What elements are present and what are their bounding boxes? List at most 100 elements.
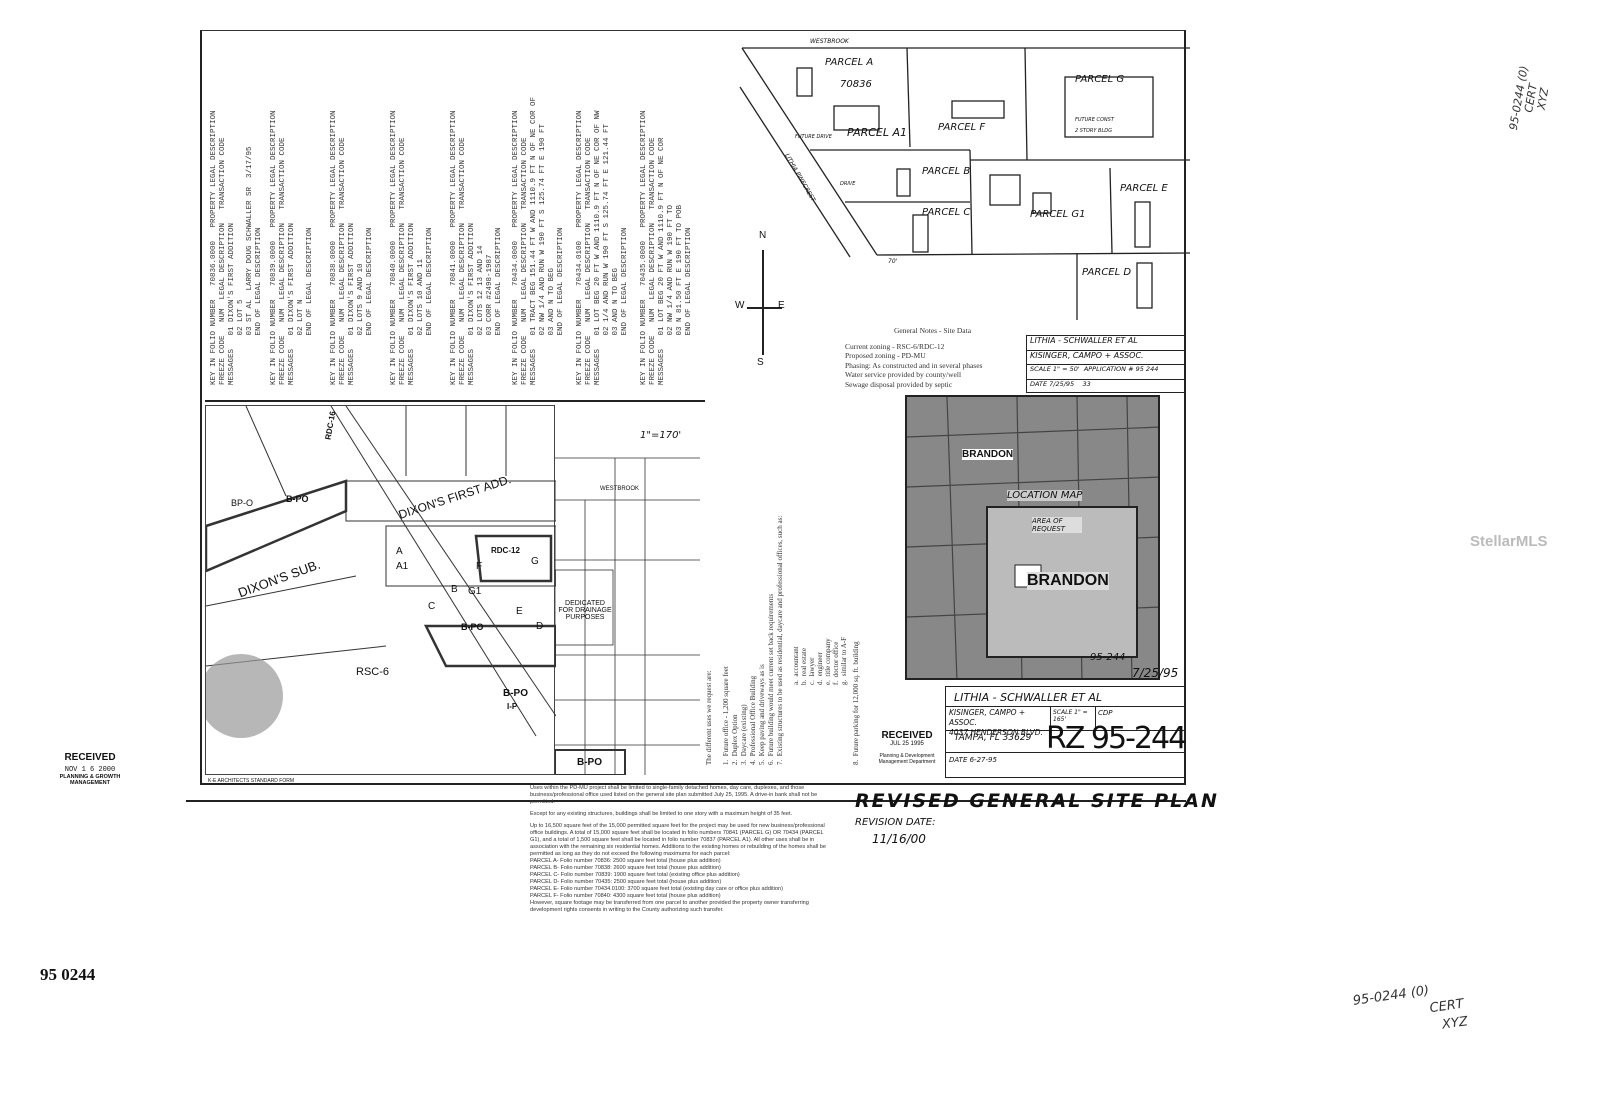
- requested-uses-notes: The different uses we request are: 1. Fu…: [700, 516, 860, 765]
- parcel-label: PARCEL C: [922, 207, 970, 218]
- parcel-label: PARCEL A1: [847, 126, 907, 139]
- stamp-title: RECEIVED: [881, 730, 933, 741]
- parcel-limit: PARCEL F- Folio number 70840: 4300 squar…: [530, 893, 721, 899]
- stamp-date: NOV 1 6 2000: [64, 766, 116, 774]
- uses-intro: The different uses we request are:: [705, 670, 713, 765]
- scale: SCALE 1" = 50': [1030, 365, 1080, 373]
- parcel-letter: G: [531, 556, 539, 567]
- drive-label: DRIVE: [840, 181, 856, 187]
- compass-s: S: [757, 357, 764, 368]
- parcel-label: PARCEL E: [1120, 183, 1168, 194]
- location-map-title: LOCATION MAP: [1007, 490, 1083, 501]
- drawing-border: [200, 30, 1186, 785]
- zone-label: B-PO: [503, 688, 528, 699]
- legal-description: KEY IN FOLIO NUMBER 70836.0000 PROPERTY …: [210, 110, 263, 385]
- firm-name: KISINGER, CAMPO + ASSOC.: [1027, 351, 1185, 365]
- parcel-label: PARCEL G1: [1030, 209, 1085, 220]
- transfer-note: However, square footage may be transferr…: [530, 900, 809, 913]
- zone-label: BP-O: [231, 498, 254, 508]
- firm-name: KISINGER, CAMPO + ASSOC.: [949, 708, 1026, 727]
- condition: Up to 16,500 square feet of the 15,000 p…: [530, 823, 827, 857]
- parcel-folio: 70836: [840, 79, 872, 90]
- parcel-limit: PARCEL A- Folio number 70836: 2500 squar…: [530, 858, 721, 864]
- sheet: 33: [1082, 379, 1091, 388]
- parcel-limit: PARCEL E- Folio number 70434.0100: 3700 …: [530, 886, 784, 892]
- firm-city: TAMPA, FL 33629: [946, 731, 1184, 753]
- parcel-letter: B: [451, 584, 458, 595]
- received-stamp: RECEIVED NOV 1 6 2000 PLANNING & GROWTH …: [55, 752, 125, 786]
- general-notes: General Notes - Site Data Current zoning…: [845, 326, 1020, 389]
- condition: Uses within the PD-MU project shall be l…: [530, 785, 818, 805]
- setback-label: 70': [888, 258, 898, 265]
- two-story-note: 2 STORY BLDG: [1075, 128, 1112, 134]
- note-line: Sewage disposal provided by septic: [845, 379, 953, 389]
- compass-e: E: [778, 300, 785, 311]
- area-of-request: AREA OF REQUEST: [1032, 517, 1082, 533]
- parcel-limit: PARCEL C- Folio number 70839: 1900 squar…: [530, 872, 740, 878]
- stamp-dept: Planning & Development Management Depart…: [878, 753, 936, 765]
- zone-label: RDC-12: [491, 546, 520, 555]
- zone-label: RSC-6: [356, 666, 390, 678]
- page-title: REVISED GENERAL SITE PLAN: [855, 790, 1219, 812]
- handwritten-note-top: 95-0244 (0) CERT XYZ: [1507, 21, 1563, 136]
- divider-line: [205, 400, 705, 402]
- zoning-map: RSC-6 BP-O B-PO B-PO RDC-16 RDC-12 DIXON…: [205, 405, 556, 784]
- parcel-letter: D: [536, 621, 544, 632]
- project-name: LITHIA - SCHWALLER ET AL: [1027, 336, 1185, 351]
- parcel-letter: A: [396, 546, 403, 557]
- legal-description: KEY IN FOLIO NUMBER 70434.0100 PROPERTY …: [576, 110, 629, 385]
- town-label: BRANDON: [962, 449, 1014, 460]
- form-stamp: K-E ARCHITECTS STANDARD FORM: [208, 778, 295, 784]
- title-block-bottom: LITHIA - SCHWALLER ET AL KISINGER, CAMPO…: [945, 686, 1185, 778]
- legal-description: KEY IN FOLIO NUMBER 70839.0000 PROPERTY …: [270, 110, 314, 385]
- received-stamp-1995: RECEIVED JUL 25 1995 Planning & Developm…: [872, 730, 942, 765]
- note-line: Water service provided by county/well: [845, 370, 962, 379]
- case-stamp: RZ 95-244: [1046, 721, 1187, 756]
- parcel-label: PARCEL D: [1082, 267, 1131, 278]
- application-number: APPLICATION # 95 244: [1083, 365, 1159, 373]
- zone-label: B-PO: [461, 622, 484, 632]
- parcel-letter: A1: [396, 561, 409, 572]
- map-scale: 1"=170': [640, 430, 682, 441]
- legal-description: KEY IN FOLIO NUMBER 70435.0000 PROPERTY …: [640, 110, 693, 385]
- revision-date: 11/16/00: [872, 832, 926, 846]
- note-line: Current zoning - RSC-6/RDC-12: [845, 341, 945, 351]
- drawn-by: CDP: [1098, 709, 1113, 717]
- zone-label: B-PO: [286, 494, 309, 504]
- parcel-label: PARCEL G: [1075, 74, 1124, 85]
- parcel-limit: PARCEL D- Folio number 70435: 2500 squar…: [530, 879, 722, 885]
- compass-w: W: [735, 300, 745, 311]
- zone-label: B-PO: [577, 757, 602, 768]
- project-name: LITHIA - SCHWALLER ET AL: [946, 687, 1184, 707]
- zone-label: I-P: [507, 702, 518, 711]
- divider-line: [186, 800, 1186, 802]
- parcel-letter: C: [428, 601, 436, 612]
- compass-n: N: [759, 230, 767, 241]
- parcel-label: PARCEL F: [938, 122, 985, 133]
- site-parcel-map: WESTBROOK PARCEL A 70836 PARCEL A1 PARCE…: [739, 38, 1190, 320]
- file-number: 95 0244: [40, 965, 96, 984]
- parcel-letter: G1: [468, 586, 482, 597]
- use-item: 4. Professional Office Building: [749, 675, 757, 765]
- scale: SCALE 1" = 165': [1051, 707, 1096, 730]
- note-line: Phasing: As constructed and in several p…: [845, 360, 983, 370]
- revision-label: REVISION DATE:: [855, 817, 936, 828]
- location-map: LOCATION MAP AREA OF REQUEST BRANDON BRA…: [905, 395, 1160, 680]
- conditions-notes: Uses within the PD-MU project shall be l…: [530, 785, 830, 914]
- parcel-limit: PARCEL B- Folio number 70838: 2600 squar…: [530, 865, 721, 871]
- town-label: BRANDON: [1027, 572, 1109, 590]
- legal-description: KEY IN FOLIO NUMBER 70841.0000 PROPERTY …: [450, 110, 503, 385]
- vicinity-grid-map: 1"=170' WESTBROOK DEDICATED FOR DRAINAGE…: [503, 400, 700, 775]
- use-item: 8. Future parking for 12,000 sq. ft. bui…: [852, 641, 860, 765]
- watermark: StellarMLS: [1470, 533, 1548, 550]
- parcel-letter: F: [476, 561, 483, 572]
- north-arrow: N W E S: [735, 230, 795, 370]
- legal-description: KEY IN FOLIO NUMBER 70840.0000 PROPERTY …: [390, 110, 434, 385]
- use-sub: g. similar to A-F: [840, 636, 848, 685]
- parcel-label: PARCEL A: [825, 57, 873, 68]
- street-label: WESTBROOK: [810, 38, 850, 45]
- street-label: LITHIA PINECREST: [783, 153, 817, 205]
- street-label: WESTBROOK: [600, 486, 640, 492]
- stamp-date: JUL 25 1995: [890, 741, 924, 747]
- use-item: 1. Future office - 1,200 square feet: [722, 666, 730, 765]
